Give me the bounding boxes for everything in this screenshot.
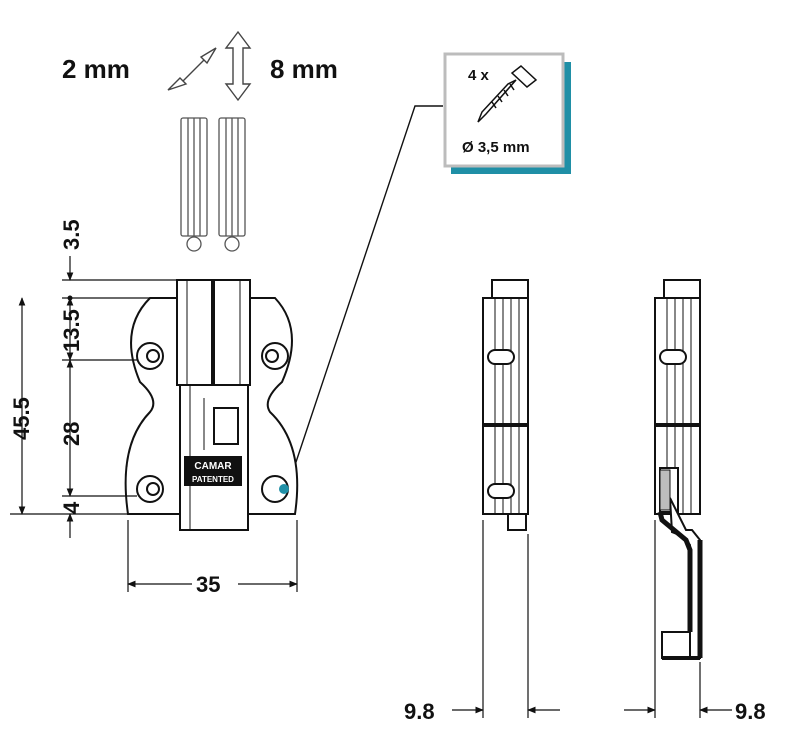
vertical-adjust-label: 8 mm — [270, 54, 338, 84]
brand-name: CAMAR — [194, 461, 232, 472]
screw-icon — [477, 65, 538, 123]
side-right-dimension — [624, 520, 732, 718]
bracket-side-view — [482, 279, 529, 531]
dimension-width — [127, 520, 298, 592]
patented-label: PATENTED — [192, 475, 234, 484]
wall-plug-right — [218, 117, 246, 252]
horizontal-adjust-label: 2 mm — [62, 54, 130, 84]
screw-info-box — [443, 52, 565, 168]
dim-4: 4 — [59, 501, 84, 514]
dim-28: 28 — [59, 422, 84, 446]
side-left-dimension — [452, 520, 560, 718]
dim-13-5: 13.5 — [59, 309, 84, 352]
dim-35: 35 — [196, 572, 220, 597]
wall-plug-left — [180, 117, 208, 252]
screw-count: 4 x — [468, 67, 490, 84]
dimension-lines-vertical — [10, 256, 177, 538]
screw-hole-marker — [279, 484, 289, 494]
vertical-adjust-arrow-icon — [224, 30, 252, 102]
diagonal-adjust-arrow-icon — [167, 47, 217, 91]
dim-45-5: 45.5 — [9, 397, 34, 440]
leader-line — [291, 105, 443, 475]
bracket-side-view-hook — [654, 279, 701, 659]
dim-3-5: 3.5 — [59, 219, 84, 250]
bracket-front-view — [124, 279, 299, 531]
screw-diameter: Ø 3,5 mm — [462, 139, 530, 156]
dim-9-8-left: 9.8 — [404, 699, 435, 724]
dim-9-8-right: 9.8 — [735, 699, 766, 724]
